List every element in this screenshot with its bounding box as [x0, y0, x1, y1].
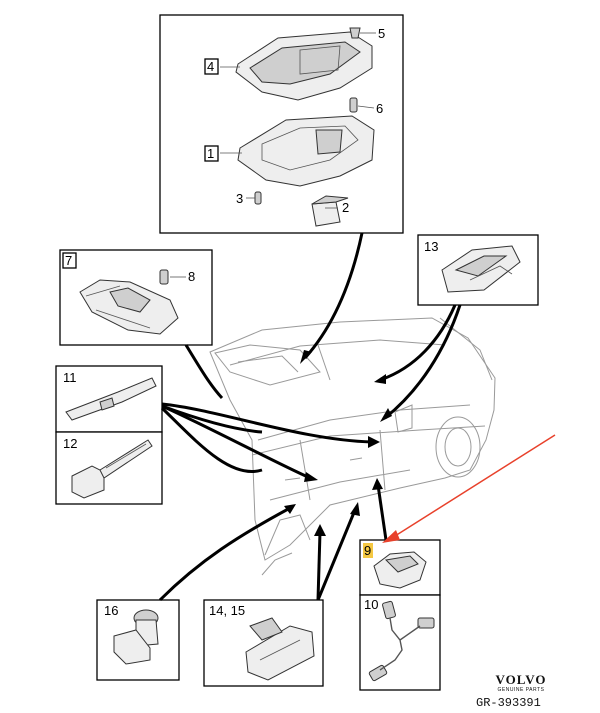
car-outline [209, 317, 496, 576]
callout-3: 3 [236, 191, 243, 206]
detail-box-14-15: 14, 15 [203, 599, 324, 687]
detail-box-13: 13 [417, 234, 539, 306]
volvo-logo: VOLVO GENUINE PARTS [471, 672, 571, 693]
diagram-code: GR-393391 [476, 696, 541, 710]
callout-14-15: 14, 15 [209, 603, 245, 618]
detail-box-10: 10 [359, 594, 441, 691]
callout-16: 16 [104, 603, 118, 618]
callout-2: 2 [342, 200, 349, 215]
callout-11: 11 [63, 370, 77, 385]
callout-10: 10 [364, 597, 378, 612]
callout-5: 5 [378, 26, 385, 41]
callout-7: 7 [65, 253, 72, 268]
callout-9: 9 [364, 543, 371, 558]
callout-6: 6 [376, 101, 383, 116]
highlight-pointer [382, 434, 556, 543]
callout-9-highlight [363, 543, 373, 558]
detail-box-16: 16 [96, 599, 180, 681]
detail-box-12: 12 [55, 431, 163, 505]
brand-logo-text: VOLVO [495, 672, 547, 687]
detail-box-roof-console: 4 1 3 2 5 6 [159, 14, 404, 234]
detail-box-11: 11 [55, 365, 163, 433]
callout-12: 12 [63, 436, 77, 451]
callout-13: 13 [424, 239, 438, 254]
arrows [158, 232, 462, 602]
callout-1: 1 [207, 146, 214, 161]
brand-subtitle: GENUINE PARTS [497, 687, 545, 693]
detail-box-9: 9 [359, 539, 441, 596]
callout-8: 8 [188, 269, 195, 284]
callout-4: 4 [207, 59, 214, 74]
detail-box-7: 7 8 [59, 249, 213, 346]
